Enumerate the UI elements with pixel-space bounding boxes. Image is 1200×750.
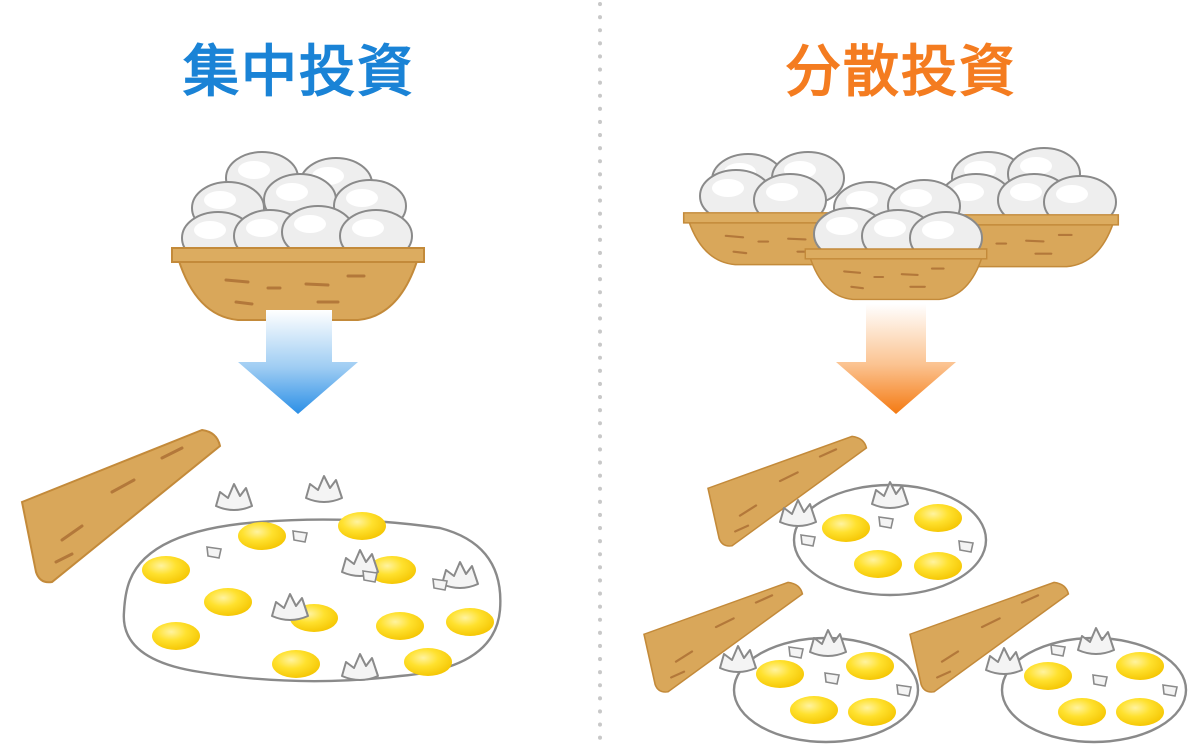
diversified-investment-panel: 分散投資 <box>602 0 1200 750</box>
broken-eggs-spill <box>719 629 920 744</box>
concentrated-investment-panel: 集中投資 <box>0 0 598 750</box>
down-arrow-icon <box>238 310 358 414</box>
diversified-investment-illustration <box>642 147 1188 744</box>
broken-eggs-spill <box>985 627 1188 744</box>
broken-eggs-spill <box>122 475 502 683</box>
basket-icon <box>170 246 426 322</box>
broken-eggs-spill <box>779 481 988 597</box>
down-arrow-icon <box>836 304 956 414</box>
concentrated-investment-title: 集中投資 <box>183 40 415 105</box>
diversified-investment-title: 分散投資 <box>785 40 1017 105</box>
concentrated-investment-illustration <box>20 151 502 683</box>
